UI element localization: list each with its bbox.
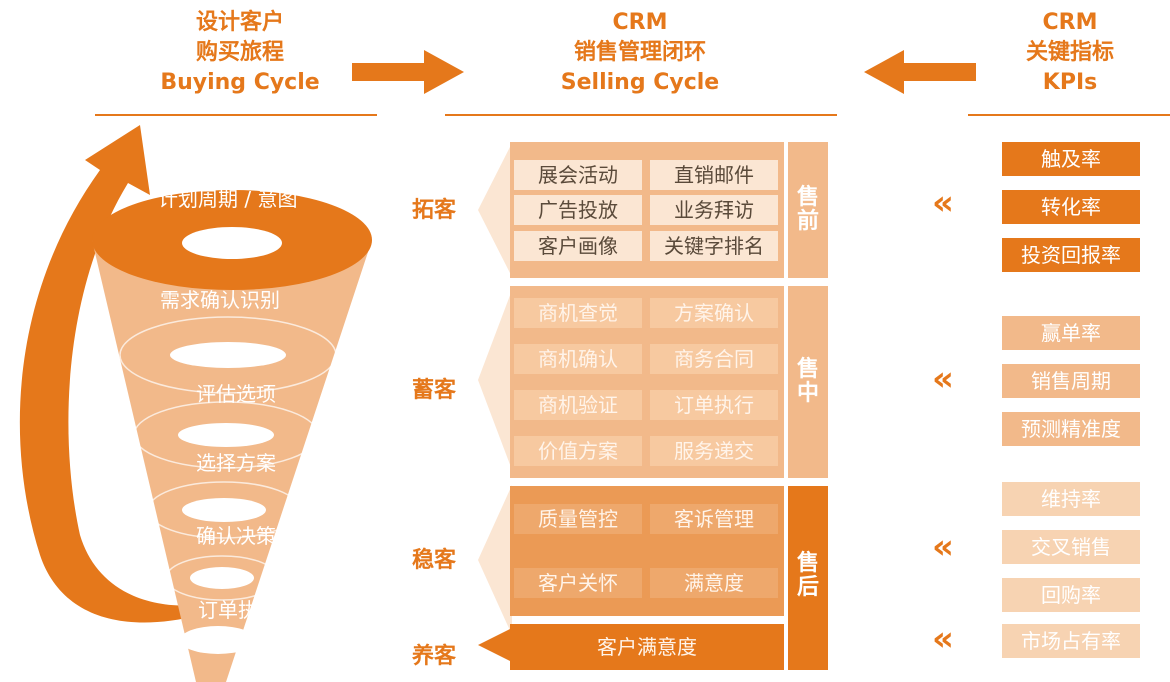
kpi-cross-sell: 交叉销售 xyxy=(1002,530,1140,564)
insale-side-bar xyxy=(788,286,828,478)
chevron-left-icon: « xyxy=(932,619,954,659)
presale-cell: 直销邮件 xyxy=(650,160,778,190)
header-mid-line1: CRM xyxy=(612,10,668,35)
funnel-stage-select: 选择方案 xyxy=(196,451,276,475)
kpi-win-rate: 赢单率 xyxy=(1002,316,1140,350)
repurchase-label: 回购 xyxy=(128,622,168,646)
insale-side-label: 售中 xyxy=(788,358,828,406)
header-mid-line2: 销售管理闭环 xyxy=(573,40,706,65)
presale-side-label: 售前 xyxy=(788,186,828,234)
kpi-market-share: 市场占有率 xyxy=(1002,624,1140,658)
presale-cell: 广告投放 xyxy=(514,195,642,225)
stage-label-retain: 稳客 xyxy=(412,548,457,573)
stage-label-nurture: 蓄客 xyxy=(412,378,457,403)
kpi-conversion-rate: 转化率 xyxy=(1002,190,1140,224)
chevron-left-icon: « xyxy=(932,359,954,399)
right-arrow-icon xyxy=(352,50,464,94)
aftersale-side-text: 售后 xyxy=(796,551,819,600)
insale-cell: 商务合同 xyxy=(650,344,778,374)
presale-cell: 客户画像 xyxy=(514,231,642,261)
header-left-line1: 设计客户 xyxy=(195,10,284,35)
header-left-line2: 购买旅程 xyxy=(195,40,284,65)
kpi-reach-rate: 触及率 xyxy=(1002,142,1140,176)
presale-side-text: 售前 xyxy=(796,185,819,234)
aftersale-side-label: 售后 xyxy=(788,552,828,600)
header-selling-cycle: CRM 销售管理闭环 Selling Cycle xyxy=(510,8,770,98)
aftersale-cell: 客户关怀 xyxy=(514,568,642,598)
funnel-stage-evaluate: 评估选项 xyxy=(196,382,276,406)
left-arrow-icon xyxy=(864,50,976,94)
header-right-line2: 关键指标 xyxy=(1025,40,1114,65)
insale-cell: 方案确认 xyxy=(650,298,778,328)
header-kpis: CRM 关键指标 KPIs xyxy=(990,8,1150,98)
header-left-line3: Buying Cycle xyxy=(160,70,320,95)
satisfaction-panel xyxy=(510,624,784,670)
presale-cell: 关键字排名 xyxy=(650,231,778,261)
aftersale-cell: 客诉管理 xyxy=(650,504,778,534)
presale-cell: 业务拜访 xyxy=(650,195,778,225)
insale-side-text: 售中 xyxy=(796,357,819,406)
kpi-roi: 投资回报率 xyxy=(1002,238,1140,272)
stage-label-cultivate: 养客 xyxy=(412,644,457,669)
header-mid-line3: Selling Cycle xyxy=(560,70,720,95)
kpi-repurchase-rate: 回购率 xyxy=(1002,578,1140,612)
funnel-stage-need: 需求确认识别 xyxy=(160,288,280,312)
insale-cell: 价值方案 xyxy=(514,436,642,466)
header-mid-underline xyxy=(445,114,837,116)
header-right-underline xyxy=(968,114,1170,116)
stage-label-acquire: 拓客 xyxy=(412,198,457,223)
aftersale-cell: 满意度 xyxy=(650,568,778,598)
presale-side-bar xyxy=(788,142,828,278)
insale-cell: 商机查觉 xyxy=(514,298,642,328)
header-right-line1: CRM xyxy=(1042,10,1098,35)
kpi-forecast-accuracy: 预测精准度 xyxy=(1002,412,1140,446)
insale-cell: 商机验证 xyxy=(514,390,642,420)
funnel-stage-decide: 确认决策 xyxy=(196,524,276,548)
insale-cell: 服务递交 xyxy=(650,436,778,466)
funnel-stage-plan: 计划周期 / 意图 xyxy=(158,187,298,211)
buying-funnel-graphic xyxy=(19,125,372,682)
aftersale-side-bar xyxy=(788,486,828,670)
kpi-retention-rate: 维持率 xyxy=(1002,482,1140,516)
funnel-stage-order: 订单执行 xyxy=(198,598,278,622)
header-left-underline xyxy=(95,114,377,116)
header-buying-cycle: 设计客户 购买旅程 Buying Cycle xyxy=(120,8,360,98)
aftersale-cell: 质量管控 xyxy=(514,504,642,534)
chevron-left-icon: « xyxy=(932,183,954,223)
kpi-sales-cycle: 销售周期 xyxy=(1002,364,1140,398)
presale-cell: 展会活动 xyxy=(514,160,642,190)
chevron-left-icon: « xyxy=(932,527,954,567)
insale-cell: 商机确认 xyxy=(514,344,642,374)
pointer-triangles xyxy=(478,143,512,662)
header-right-line3: KPIs xyxy=(1042,70,1098,95)
insale-cell: 订单执行 xyxy=(650,390,778,420)
satisfaction-cell: 客户满意度 xyxy=(597,635,697,659)
